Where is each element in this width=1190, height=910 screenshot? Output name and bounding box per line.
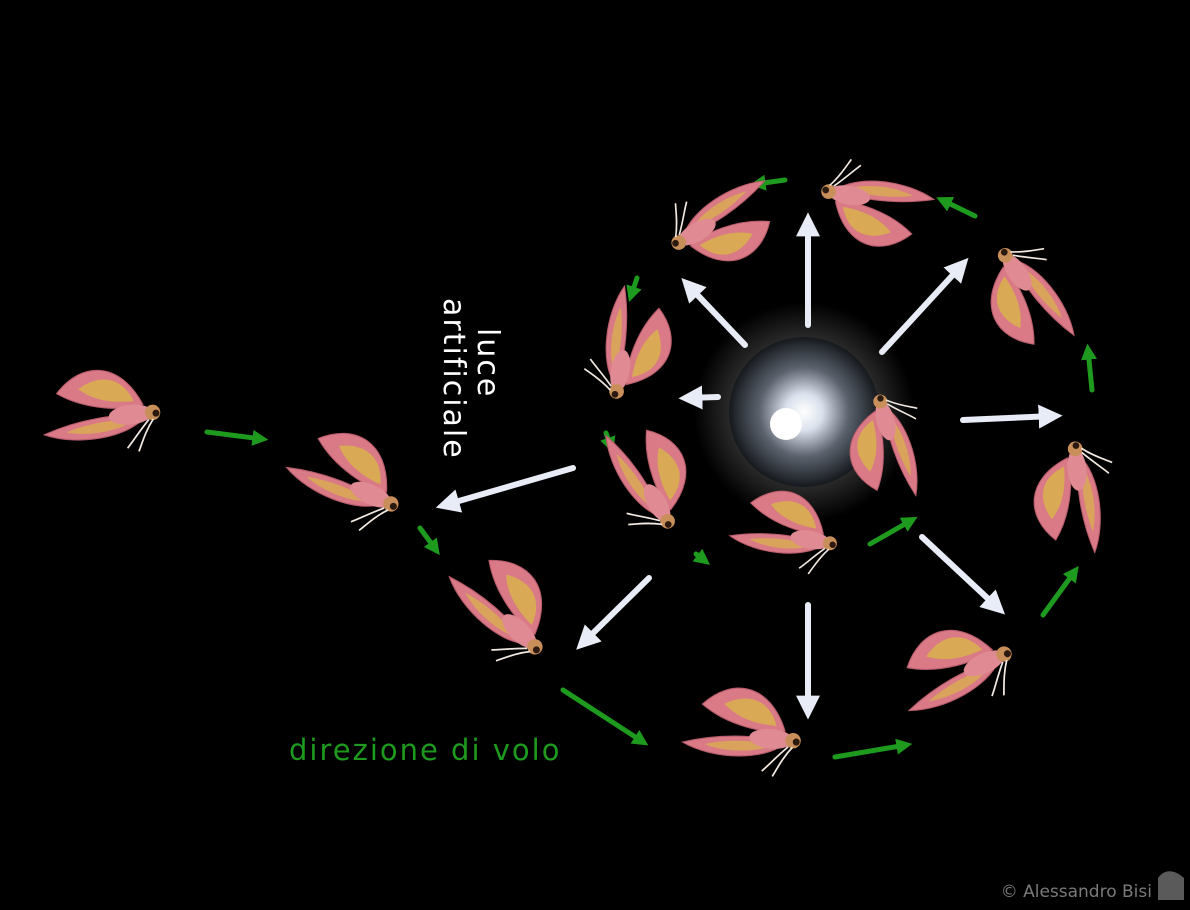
flight-arrow bbox=[560, 687, 649, 746]
light-ray-arrow bbox=[681, 278, 748, 348]
flight-arrow bbox=[417, 525, 440, 556]
photo-credit: © Alessandro Bisi bbox=[1000, 882, 1152, 902]
light-label-line2: artificiale bbox=[436, 298, 471, 460]
moth-icon bbox=[962, 228, 1096, 369]
light-ray-arrow bbox=[576, 575, 652, 650]
moth-icon bbox=[653, 158, 794, 287]
moth-icon bbox=[274, 413, 419, 542]
flight-arrow bbox=[1040, 565, 1079, 618]
light-ray-arrows bbox=[435, 212, 1063, 720]
flight-arrow bbox=[1080, 343, 1097, 393]
light-ray-arrow bbox=[879, 257, 969, 355]
flight-arrow bbox=[936, 196, 978, 219]
light-ray-arrow bbox=[960, 404, 1063, 429]
flight-arrow bbox=[204, 429, 269, 446]
light-bulb-icon bbox=[729, 337, 879, 487]
flight-direction-label: direzione di volo bbox=[289, 733, 561, 767]
moth-icon bbox=[883, 606, 1028, 736]
flight-arrow bbox=[867, 516, 918, 547]
flight-arrow bbox=[832, 738, 913, 760]
light-ray-arrow bbox=[678, 385, 721, 410]
light-core bbox=[770, 408, 802, 440]
light-label-line1: luce bbox=[470, 328, 505, 398]
moths bbox=[37, 154, 1121, 780]
moth-icon bbox=[579, 280, 681, 408]
light-ray-arrow bbox=[435, 465, 576, 513]
flight-arrow bbox=[626, 275, 642, 303]
moth-icon bbox=[583, 406, 712, 547]
moth-icon bbox=[812, 154, 940, 256]
bird-logo-icon bbox=[1158, 871, 1184, 900]
moth-icon bbox=[37, 363, 166, 462]
moth-icon bbox=[429, 534, 576, 680]
light-ray-arrow bbox=[919, 534, 1006, 615]
moth-icon bbox=[1028, 437, 1121, 559]
flight-arrow bbox=[692, 548, 711, 565]
moth-icon bbox=[679, 682, 806, 780]
